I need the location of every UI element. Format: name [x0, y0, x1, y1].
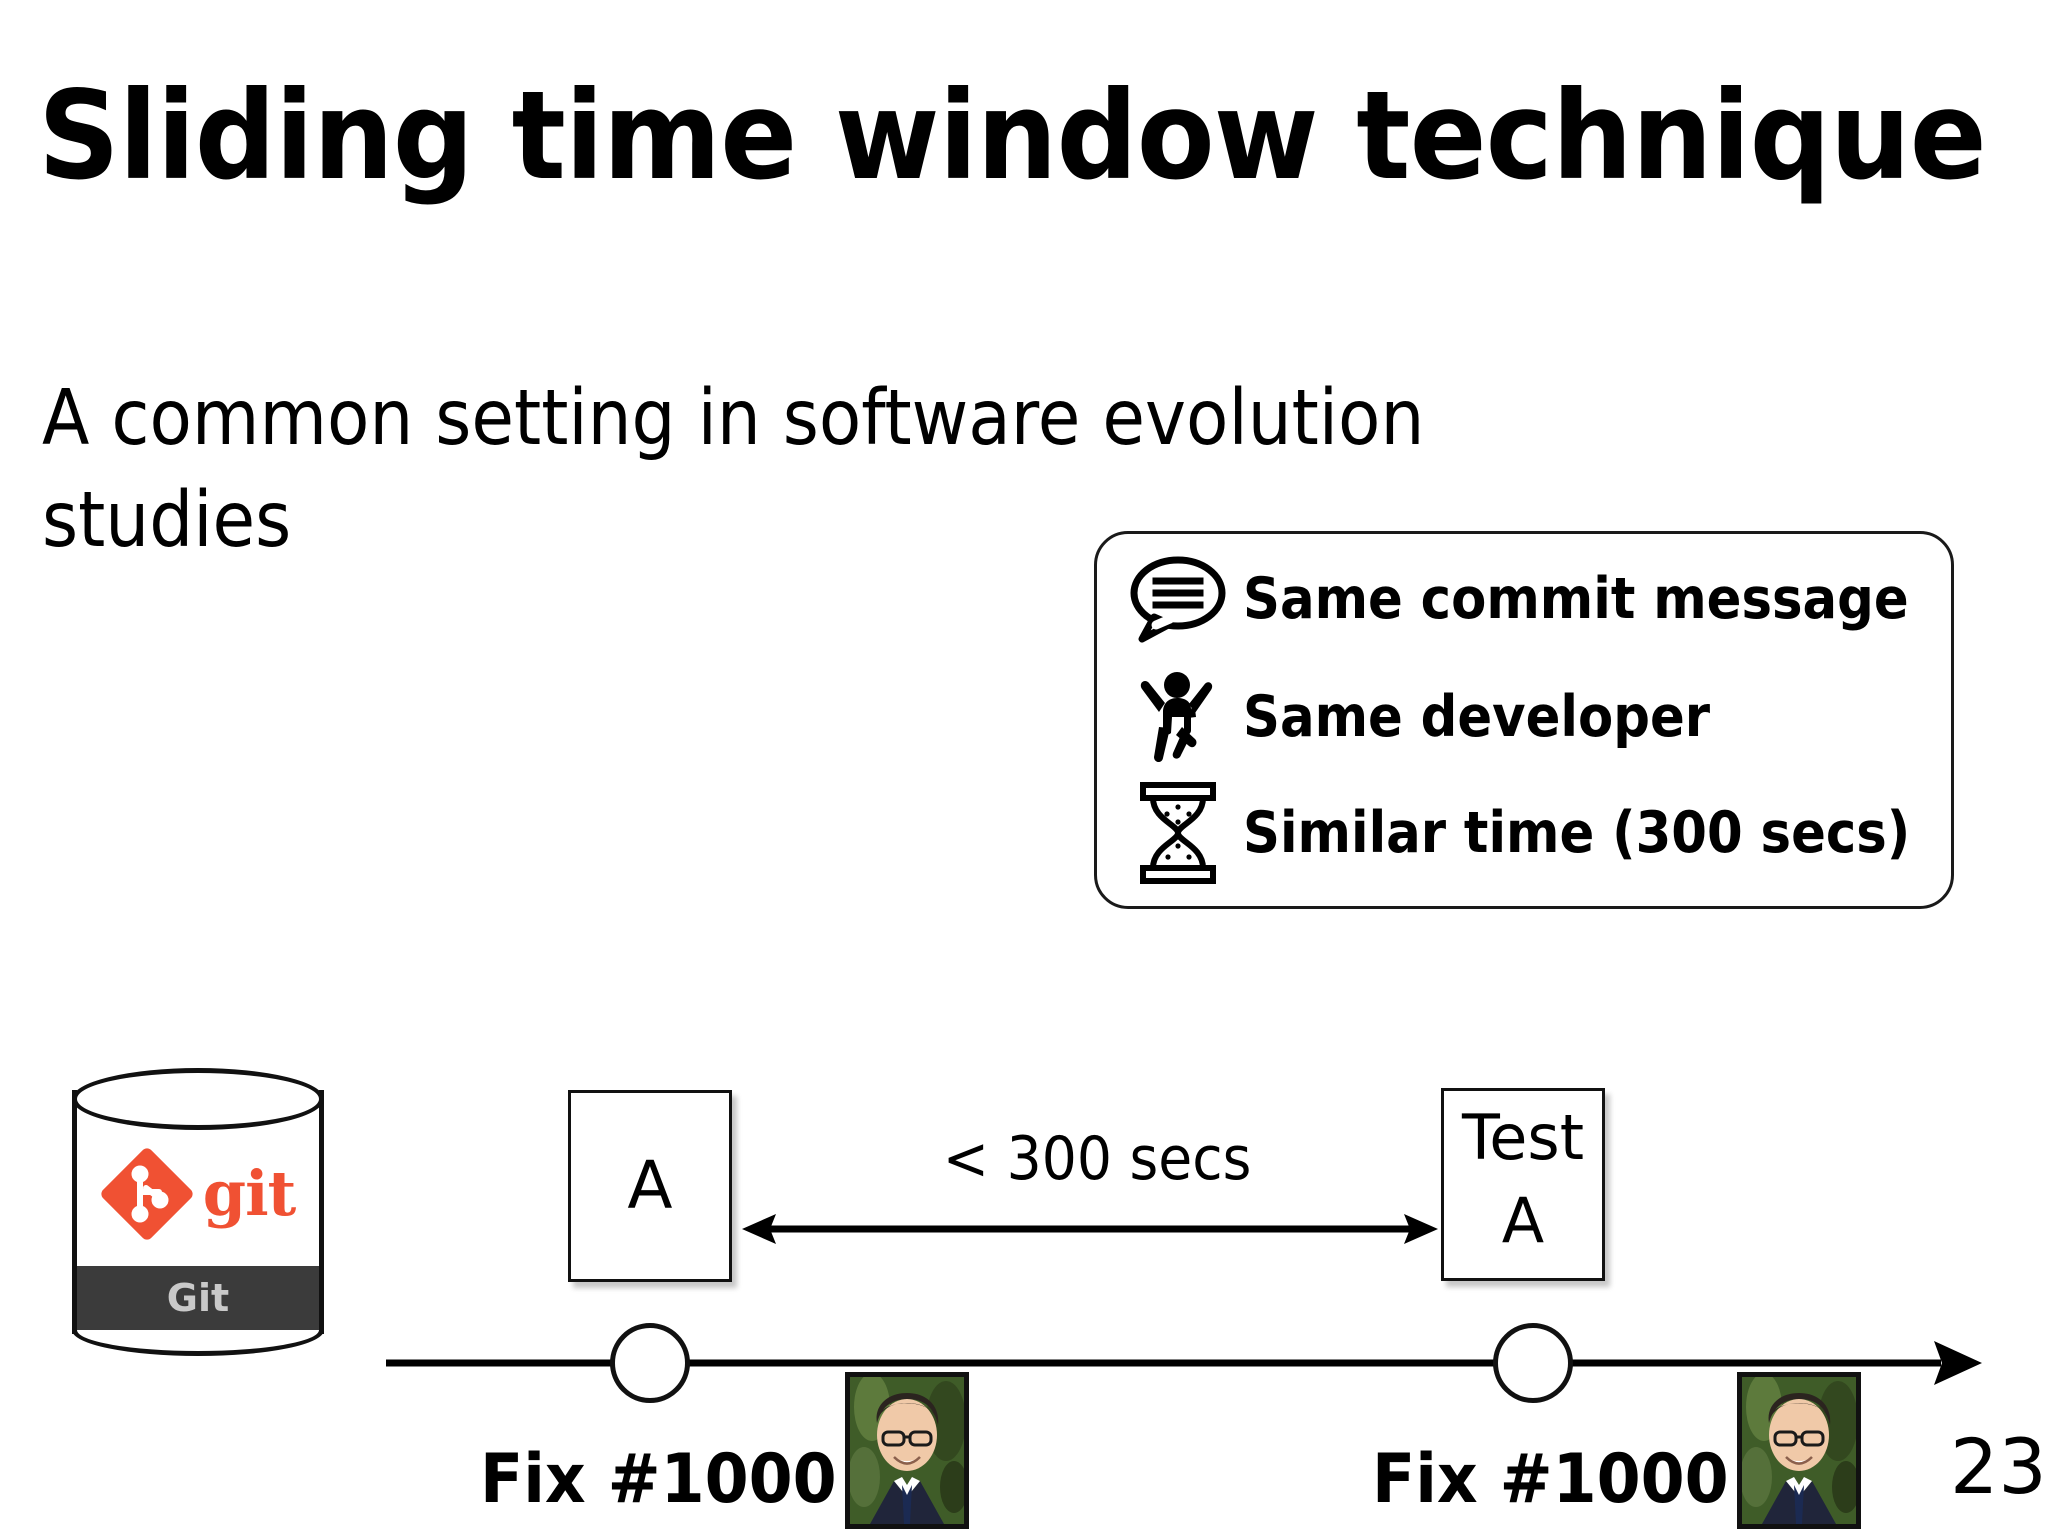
fix-label-commit-test-a: Fix #1000 [1372, 1440, 1729, 1519]
duration-label: < 300 secs [942, 1124, 1252, 1194]
git-band: Git [77, 1266, 319, 1330]
legend-item-same-developer: Same developer [1119, 662, 1762, 772]
slide-subtitle: A common setting in software evolution s… [42, 374, 1425, 565]
fix-label-commit-a: Fix #1000 [480, 1440, 837, 1519]
git-diamond-icon [101, 1148, 193, 1240]
cylinder-top-ellipse [72, 1068, 324, 1130]
commit-box-label-line2: A [1501, 1183, 1545, 1257]
legend-item-label: Same commit message [1243, 566, 1909, 632]
commit-box-test-a: Test A [1441, 1088, 1605, 1281]
commit-box-a: A [568, 1090, 732, 1282]
duration-double-arrow [740, 1200, 1440, 1258]
page-title: Sliding time window technique [38, 65, 1987, 207]
developer-photo-commit-test-a [1737, 1372, 1861, 1529]
timeline-node-commit-a [610, 1323, 690, 1403]
commit-box-label: A [627, 1147, 673, 1225]
criteria-legend-box: Same commit message Same developer [1094, 531, 1954, 909]
legend-item-label: Same developer [1243, 684, 1711, 750]
commit-box-label-line1: Test [1461, 1101, 1585, 1174]
speech-bubble-icon [1119, 547, 1237, 651]
hourglass-icon [1119, 781, 1237, 885]
git-band-label: Git [166, 1276, 230, 1320]
cylinder-body: git Git [72, 1090, 324, 1334]
developer-photo-commit-a [845, 1372, 969, 1529]
person-jumping-icon [1119, 665, 1237, 769]
legend-item-label: Similar time (300 secs) [1243, 800, 1911, 866]
git-logo: git [77, 1146, 319, 1242]
legend-item-similar-time: Similar time (300 secs) [1119, 778, 1984, 888]
timeline-node-commit-test-a [1493, 1323, 1573, 1403]
page-number: 23 [1950, 1422, 2047, 1511]
git-wordmark: git [202, 1157, 297, 1230]
git-repository-cylinder: git Git [72, 1068, 324, 1356]
legend-item-same-commit-message: Same commit message [1119, 544, 1983, 654]
